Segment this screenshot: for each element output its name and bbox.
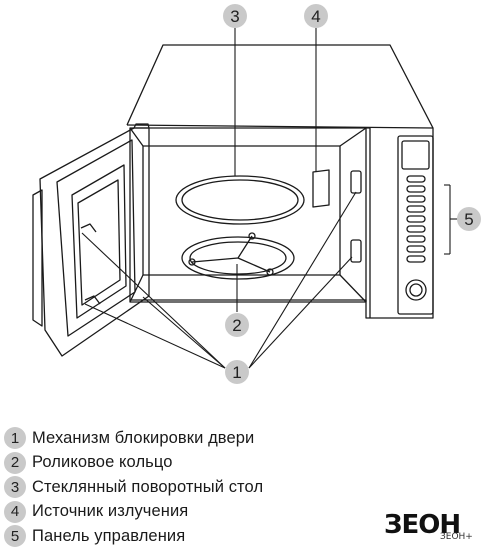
brand-logo: ЗEOН ЗEOH+	[384, 510, 484, 546]
latch-slot-upper	[350, 170, 362, 194]
panel-knob	[405, 279, 427, 301]
roller-spokes	[191, 235, 271, 273]
magnetron-cover	[312, 169, 330, 208]
panel-buttons	[406, 175, 426, 263]
door-handle	[32, 189, 43, 327]
callout-3-circle	[223, 4, 247, 28]
callout-5-circle	[457, 207, 481, 231]
legend-number: 4	[4, 500, 26, 523]
logo-text: ЗEOН	[384, 510, 461, 540]
legend-item: 1 Механизм блокировки двери	[4, 426, 304, 451]
callout-5: 5	[464, 210, 473, 229]
legend-item: 3 Стеклянный поворотный стол	[4, 475, 304, 500]
legend-item: 4 Источник излучения	[4, 500, 304, 525]
callout-3: 3	[230, 7, 239, 26]
callout-1: 1	[232, 363, 241, 382]
door-window	[71, 164, 127, 319]
legend-label: Стеклянный поворотный стол	[32, 477, 264, 496]
legend-number: 5	[4, 525, 26, 548]
callout-2: 2	[232, 316, 241, 335]
glass-turntable	[175, 175, 305, 225]
oven-cavity	[129, 127, 367, 303]
legend: 1 Механизм блокировки двери 2 Роликовое …	[4, 426, 304, 549]
legend-number: 1	[4, 427, 26, 450]
roller-ring	[181, 236, 295, 280]
legend-label: Механизм блокировки двери	[32, 428, 255, 447]
legend-number: 3	[4, 476, 26, 499]
legend-label: Роликовое кольцо	[32, 453, 173, 472]
control-panel	[397, 135, 434, 315]
legend-number: 2	[4, 451, 26, 474]
logo-subtext: ЗEOH+	[440, 532, 473, 542]
cabinet-top	[126, 44, 434, 129]
latch-slot-lower	[350, 239, 362, 263]
callout-2-circle	[225, 313, 249, 337]
legend-label: Панель управления	[32, 526, 186, 545]
cavity-inner	[142, 145, 341, 276]
legend-item: 5 Панель управления	[4, 524, 304, 549]
legend-item: 2 Роликовое кольцо	[4, 451, 304, 476]
panel-display	[401, 140, 430, 170]
callout-4-circle	[304, 4, 328, 28]
microwave-diagram: 3 4 5 2 1	[32, 4, 481, 384]
legend-label: Источник излучения	[32, 502, 189, 521]
cabinet-body	[126, 124, 434, 319]
callout-1-circle	[225, 360, 249, 384]
callout-4: 4	[311, 7, 320, 26]
